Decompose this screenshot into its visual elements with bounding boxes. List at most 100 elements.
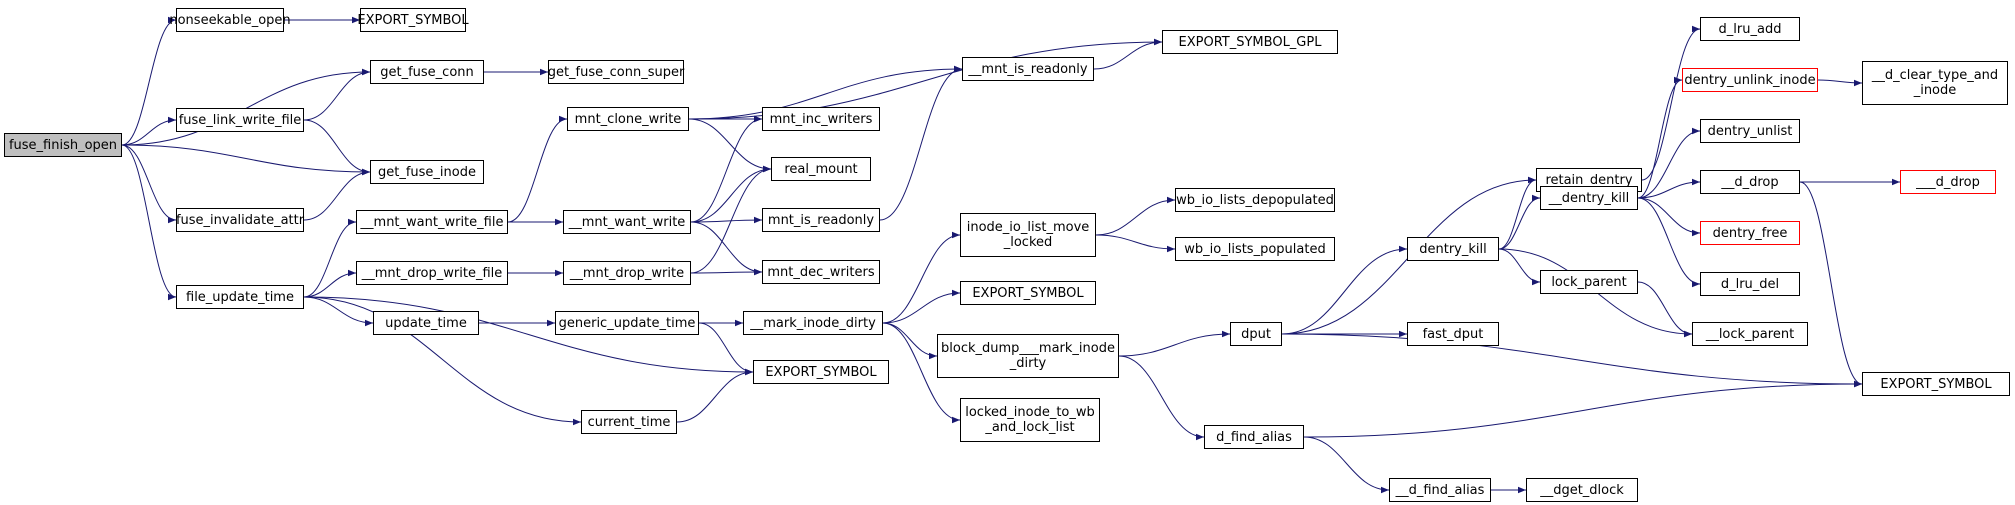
node-wb-io-lists-depopulated[interactable]: wb_io_lists_depopulated bbox=[1175, 188, 1335, 212]
node-update-time[interactable]: update_time bbox=[373, 311, 479, 335]
edge-current-time-to-export-symbol-main bbox=[676, 368, 754, 423]
edge-mark-inode-dirty-to-export-symbol-3 bbox=[882, 289, 961, 324]
edge-block-dump-mark-inode-dirty-to-dput bbox=[1118, 330, 1231, 357]
edge-dentry-kill-to-dentry-kill bbox=[1498, 194, 1541, 250]
node-real-mount[interactable]: real_mount bbox=[771, 157, 871, 181]
edge-fuse-finish-open-to-get-fuse-inode bbox=[121, 144, 371, 176]
edge-mark-inode-dirty-to-locked-inode-to-wb-and-lock-list bbox=[882, 322, 961, 424]
node-dput[interactable]: dput bbox=[1230, 322, 1282, 346]
edge-mnt-want-write-to-mnt-inc-writers bbox=[690, 115, 763, 223]
edge-fuse-finish-open-to-file-update-time bbox=[121, 144, 177, 301]
edge-file-update-time-to-update-time bbox=[303, 296, 374, 327]
edge-retain-dentry-to-d-lru-add bbox=[1641, 25, 1701, 181]
node-fuse-link-write-file[interactable]: fuse_link_write_file bbox=[176, 108, 304, 132]
node-generic-update-time[interactable]: generic_update_time bbox=[555, 311, 699, 335]
edge-dentry-kill-to-dentry-unlink-inode bbox=[1637, 76, 1683, 199]
node-mnt-drop-write[interactable]: __mnt_drop_write bbox=[563, 261, 691, 285]
node-export-symbol-right[interactable]: EXPORT_SYMBOL bbox=[1862, 372, 2010, 396]
edge-d-drop-to-export-symbol-right bbox=[1799, 181, 1863, 388]
edge-mnt-drop-write-to-mnt-dec-writers bbox=[690, 268, 763, 276]
edge-dentry-kill-to-dentry-free bbox=[1637, 197, 1701, 237]
node-fuse-finish-open: fuse_finish_open bbox=[4, 133, 122, 157]
edge-file-update-time-to-export-symbol-main bbox=[303, 296, 754, 376]
node-export-symbol-3[interactable]: EXPORT_SYMBOL bbox=[960, 281, 1096, 305]
edge-file-update-time-to-mnt-drop-write-file bbox=[303, 269, 357, 298]
edge-mnt-want-write-to-real-mount bbox=[690, 165, 772, 223]
edge-mnt-is-readonly-to-mnt-is-readonly bbox=[879, 65, 963, 221]
edge-dentry-kill-to-lock-parent bbox=[1498, 248, 1541, 286]
edge-dentry-kill-to-d-drop bbox=[1637, 178, 1701, 199]
node-inode-io-list-move-locked[interactable]: inode_io_list_move _locked bbox=[960, 213, 1096, 257]
node-dget-dlock[interactable]: __dget_dlock bbox=[1526, 478, 1638, 502]
node-mnt-drop-write-file[interactable]: __mnt_drop_write_file bbox=[356, 261, 508, 285]
node-get-fuse-inode[interactable]: get_fuse_inode bbox=[370, 160, 484, 184]
node-d-drop[interactable]: __d_drop bbox=[1700, 170, 1800, 194]
node-lock-parent[interactable]: lock_parent bbox=[1540, 270, 1638, 294]
edge-dentry-kill-to-d-lru-del bbox=[1637, 197, 1701, 288]
node-lock-parent[interactable]: __lock_parent bbox=[1692, 322, 1808, 346]
node-fuse-invalidate-attr[interactable]: fuse_invalidate_attr bbox=[176, 208, 304, 232]
node-d-lru-del[interactable]: d_lru_del bbox=[1700, 272, 1800, 296]
node-current-time[interactable]: current_time bbox=[581, 410, 677, 434]
node-mnt-want-write-file[interactable]: __mnt_want_write_file bbox=[356, 210, 508, 234]
node-locked-inode-to-wb-and-lock-list[interactable]: locked_inode_to_wb _and_lock_list bbox=[960, 398, 1100, 442]
edge-fuse-finish-open-to-nonseekable-open bbox=[121, 16, 177, 146]
node-d-lru-add[interactable]: d_lru_add bbox=[1700, 17, 1800, 41]
edge-fuse-finish-open-to-fuse-invalidate-attr bbox=[121, 144, 177, 224]
edge-lock-parent-to-lock-parent bbox=[1637, 281, 1693, 338]
edge-dput-to-dentry-kill bbox=[1281, 245, 1408, 335]
edge-mark-inode-dirty-to-inode-io-list-move-locked bbox=[882, 231, 961, 324]
edge-mnt-is-readonly-to-export-symbol-gpl bbox=[1093, 38, 1163, 70]
edge-dentry-kill-to-dentry-unlist bbox=[1637, 127, 1701, 199]
node-mnt-dec-writers[interactable]: mnt_dec_writers bbox=[762, 260, 880, 284]
node-dentry-kill[interactable]: dentry_kill bbox=[1407, 237, 1499, 261]
edge-dentry-unlink-inode-to-d-clear-type-and-inode bbox=[1817, 79, 1863, 87]
node-dentry-unlink-inode[interactable]: dentry_unlink_inode bbox=[1682, 68, 1818, 92]
edge-dentry-kill-to-retain-dentry bbox=[1498, 176, 1537, 250]
edge-fuse-link-write-file-to-get-fuse-inode bbox=[303, 119, 371, 176]
edge-fuse-link-write-file-to-get-fuse-conn bbox=[303, 68, 371, 121]
edge-generic-update-time-to-export-symbol-main bbox=[698, 322, 754, 376]
node-block-dump-mark-inode-dirty[interactable]: block_dump___mark_inode _dirty bbox=[937, 334, 1119, 378]
edge-file-update-time-to-current-time bbox=[303, 296, 582, 426]
node-dentry-unlist[interactable]: dentry_unlist bbox=[1700, 119, 1800, 143]
node-fast-dput[interactable]: fast_dput bbox=[1407, 322, 1499, 346]
node-mnt-clone-write[interactable]: mnt_clone_write bbox=[567, 107, 689, 131]
node-export-symbol-main[interactable]: EXPORT_SYMBOL bbox=[753, 360, 889, 384]
node-mnt-is-readonly[interactable]: mnt_is_readonly bbox=[762, 208, 880, 232]
edge-mnt-clone-write-to-mnt-is-readonly bbox=[688, 65, 963, 120]
edge-file-update-time-to-mnt-want-write-file bbox=[303, 218, 357, 298]
edge-block-dump-mark-inode-dirty-to-d-find-alias bbox=[1118, 355, 1205, 441]
node-d-clear-type-and-inode[interactable]: __d_clear_type_and _inode bbox=[1862, 61, 2008, 105]
node-d-find-alias[interactable]: __d_find_alias bbox=[1389, 478, 1491, 502]
node-mnt-is-readonly[interactable]: __mnt_is_readonly bbox=[962, 57, 1094, 81]
node-dentry-free[interactable]: dentry_free bbox=[1700, 221, 1800, 245]
edge-mnt-drop-write-to-real-mount bbox=[690, 165, 772, 274]
node-dentry-kill[interactable]: __dentry_kill bbox=[1540, 186, 1638, 210]
edge-mnt-clone-write-to-real-mount bbox=[688, 118, 772, 173]
node-mnt-want-write[interactable]: __mnt_want_write bbox=[563, 210, 691, 234]
edge-mnt-want-write-to-mnt-is-readonly bbox=[690, 216, 763, 224]
edge-mnt-want-write-file-to-mnt-clone-write bbox=[507, 115, 568, 223]
node-file-update-time[interactable]: file_update_time bbox=[176, 285, 304, 309]
node-export-symbol-gpl[interactable]: EXPORT_SYMBOL_GPL bbox=[1162, 30, 1338, 54]
node-wb-io-lists-populated[interactable]: wb_io_lists_populated bbox=[1175, 237, 1335, 261]
node-export-symbol-1[interactable]: EXPORT_SYMBOL bbox=[357, 8, 469, 32]
node-mark-inode-dirty[interactable]: __mark_inode_dirty bbox=[743, 311, 883, 335]
edge-inode-io-list-move-locked-to-wb-io-lists-depopulated bbox=[1095, 196, 1176, 236]
node-nonseekable-open[interactable]: nonseekable_open bbox=[169, 8, 291, 32]
edge-fuse-finish-open-to-fuse-link-write-file bbox=[121, 116, 177, 146]
edge-d-find-alias-to-export-symbol-right bbox=[1303, 380, 1863, 438]
edge-mnt-want-write-to-mnt-dec-writers bbox=[690, 221, 763, 276]
node-d-drop[interactable]: ___d_drop bbox=[1900, 170, 1996, 194]
node-get-fuse-conn-super[interactable]: get_fuse_conn_super bbox=[548, 60, 684, 84]
edge-d-find-alias-to-d-find-alias bbox=[1303, 436, 1390, 494]
edge-inode-io-list-move-locked-to-wb-io-lists-populated bbox=[1095, 234, 1176, 253]
edge-fuse-invalidate-attr-to-get-fuse-inode bbox=[303, 168, 371, 221]
node-d-find-alias[interactable]: d_find_alias bbox=[1204, 425, 1304, 449]
node-mnt-inc-writers[interactable]: mnt_inc_writers bbox=[762, 107, 880, 131]
node-get-fuse-conn[interactable]: get_fuse_conn bbox=[370, 60, 484, 84]
edge-dput-to-export-symbol-right bbox=[1281, 333, 1863, 388]
